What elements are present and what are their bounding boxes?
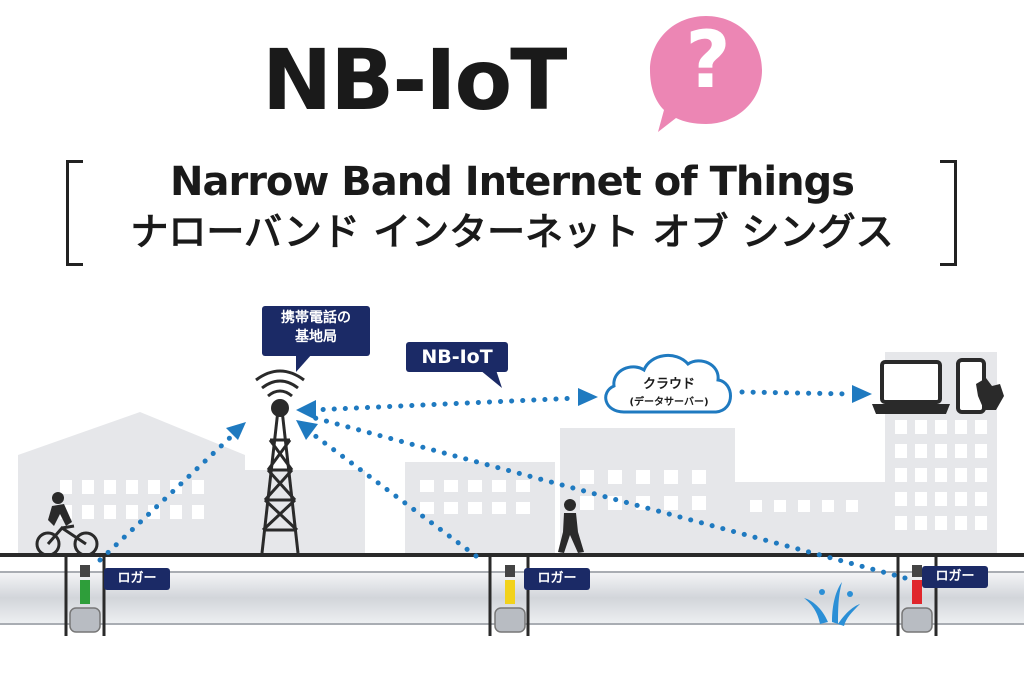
laptop-icon	[872, 360, 950, 414]
nbiot-label-pointer	[480, 370, 502, 388]
base-station-label-line2: 基地局	[295, 328, 337, 345]
cyclist-icon	[35, 492, 99, 557]
signal-arrowheads	[226, 385, 872, 440]
water-leak-icon	[804, 582, 860, 626]
smartphone-icon	[956, 358, 1004, 414]
question-bubble-shape	[650, 16, 762, 132]
question-mark-icon: ?	[685, 16, 731, 106]
logger-label-2: ロガー	[524, 568, 590, 590]
subtitle-english: Narrow Band Internet of Things	[170, 159, 855, 205]
valve-3	[901, 565, 933, 633]
valve-1	[69, 565, 101, 633]
base-station-label: 携帯電話の 基地局	[262, 306, 370, 356]
cloud-icon	[604, 354, 732, 414]
signal-paths	[97, 389, 908, 581]
logger-label-3: ロガー	[922, 566, 988, 588]
pedestrian-icon	[558, 499, 584, 553]
right-bracket	[940, 160, 957, 266]
cloud-sublabel: (データサーバー)	[629, 397, 709, 408]
nbiot-label: NB-IoT	[406, 342, 508, 372]
page-title: NB-IoT	[262, 31, 567, 129]
subtitle-japanese: ナローバンド インターネット オブ シングス	[130, 210, 894, 254]
left-bracket	[66, 160, 83, 266]
ground-line	[0, 553, 1024, 557]
logger-label-1: ロガー	[104, 568, 170, 590]
base-station-label-line1: 携帯電話の	[281, 310, 351, 326]
station-label-pointer	[296, 354, 312, 372]
cloud-label: クラウド	[642, 377, 695, 392]
signal-waves-icon	[255, 369, 305, 398]
cell-tower-icon	[260, 409, 300, 554]
tower-antenna	[271, 399, 289, 417]
building-windows	[60, 420, 987, 530]
valve-2	[494, 565, 526, 633]
city-skyline	[18, 352, 997, 555]
